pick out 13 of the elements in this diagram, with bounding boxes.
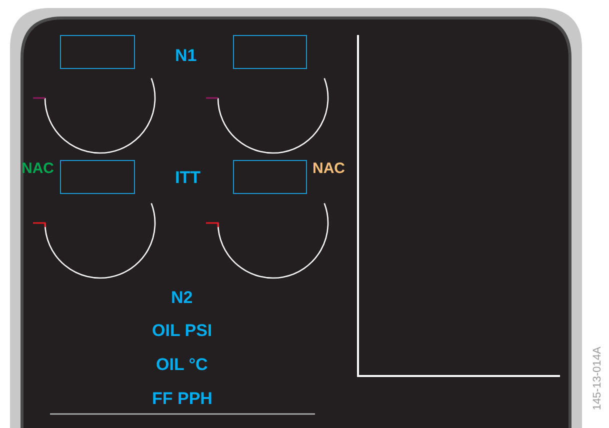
gauge-label: ITT	[175, 168, 200, 186]
status-label: NAC	[22, 160, 54, 176]
gauge-label: N1	[175, 46, 197, 64]
figure-id: 145-13-014A	[592, 346, 604, 410]
parameter-label: OIL °C	[156, 356, 208, 372]
readout-box	[60, 160, 135, 194]
status-label: NAC	[312, 160, 345, 176]
parameter-label: N2	[171, 288, 193, 306]
readout-box	[60, 35, 135, 69]
parameter-label: FF PPH	[152, 390, 212, 406]
readout-box	[233, 35, 307, 69]
readout-box	[233, 160, 307, 194]
parameter-label: OIL PSI	[152, 322, 212, 338]
